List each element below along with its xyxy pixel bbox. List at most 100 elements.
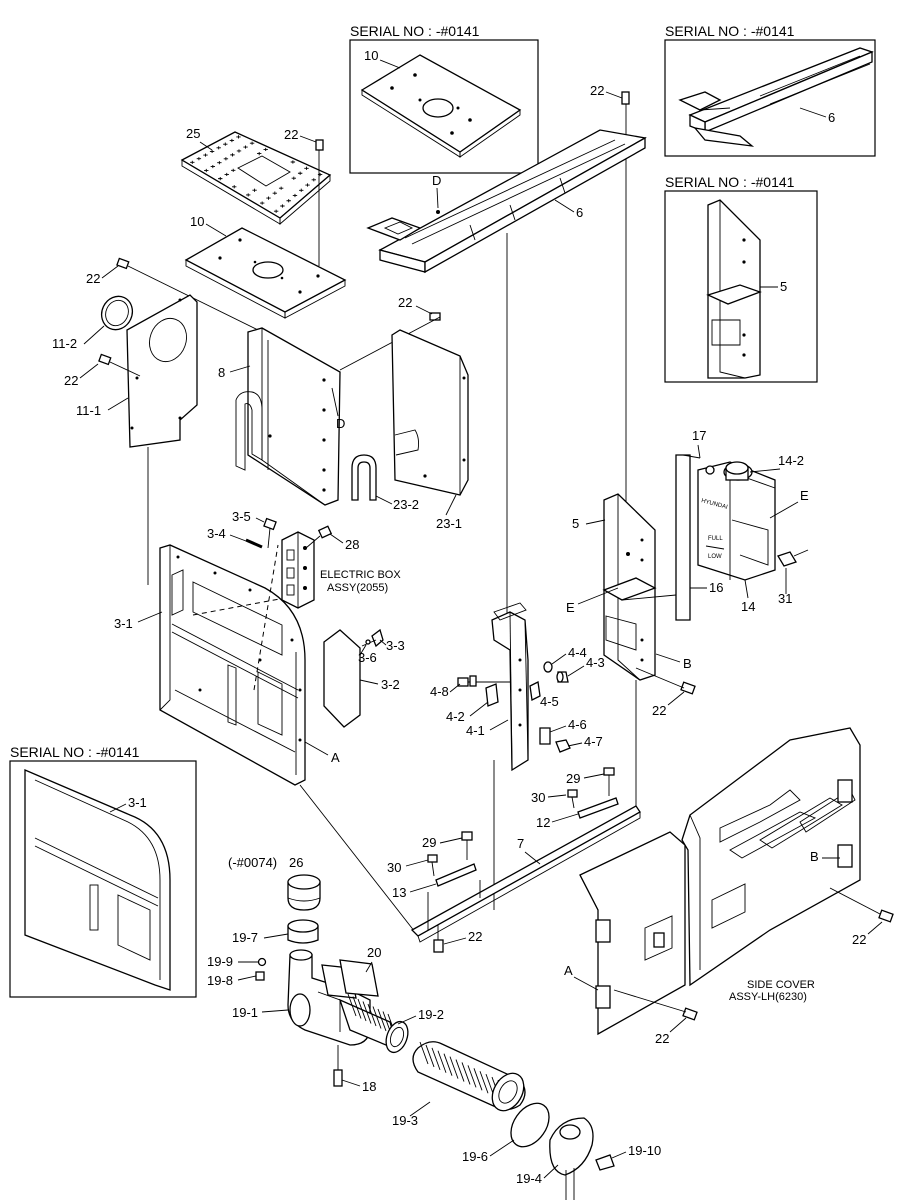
label-4-4: 4-4 [568,645,587,660]
bolt-22 [98,353,141,377]
label-B: B [810,849,819,864]
label-19-7: 19-7 [232,930,258,945]
bolt-30 [567,789,578,809]
cap-26 [287,874,321,911]
label-10: 10 [190,214,204,229]
inset-serial-label: SERIAL NO : -#0141 [665,23,795,39]
rail-6 [366,129,647,274]
label-22: 22 [590,83,604,98]
label-19-3: 19-3 [392,1113,418,1128]
label-6-inset: 6 [828,110,835,125]
label-14-2: 14-2 [778,453,804,468]
pad-4-2 [485,683,499,707]
clip-4-6 [539,727,551,745]
washer-4-4 [543,661,553,673]
label-5-inset: 5 [780,279,787,294]
spring-13 [435,863,477,887]
label-19-9: 19-9 [207,954,233,969]
label-A: A [331,750,340,765]
electric-box [281,531,315,609]
perforated-plate-25 [180,131,332,225]
label-E: E [566,600,575,615]
tank-full: FULL [708,536,723,542]
label-3-4: 3-4 [207,526,226,541]
bolt-4-7 [555,739,571,753]
bolt-22 [613,989,698,1021]
screw-3-5 [263,517,277,549]
bolt-4-8 [457,675,510,687]
inset-rail-6: SERIAL NO : -#0141 6 [664,23,876,157]
bolt-29 [603,767,615,796]
band-19-7 [287,919,319,944]
u-clip-23-2 [351,454,377,501]
bolt-19-9 [257,957,267,967]
label-3-1-inset: 3-1 [128,795,147,810]
label-29: 29 [422,835,436,850]
label-19-4: 19-4 [516,1171,542,1186]
inset-serial-label: SERIAL NO : -#0141 [350,23,480,39]
label-3-1: 3-1 [114,616,133,631]
label-3-5: 3-5 [232,509,251,524]
cover-plate-3-2 [323,629,361,728]
tank-low: LOW [708,554,722,560]
label-4-3: 4-3 [586,655,605,670]
label-17: 17 [692,428,706,443]
label-19-8: 19-8 [207,973,233,988]
bolt-19-8 [255,971,265,981]
label-31: 31 [778,591,792,606]
label-25: 25 [186,126,200,141]
electric-box-label: ELECTRIC BOX [320,569,401,581]
label-22: 22 [655,1031,669,1046]
valve-19-10 [595,1154,615,1171]
label-22: 22 [86,271,100,286]
label-4-1: 4-1 [466,723,485,738]
label-23-1: 23-1 [436,516,462,531]
hose-16 [675,454,701,621]
label-13: 13 [392,885,406,900]
label-30: 30 [387,860,401,875]
label-22: 22 [398,295,412,310]
bolt-29 [461,831,473,860]
label-19-6: 19-6 [462,1149,488,1164]
bolt-22 [315,139,324,266]
label-4-7: 4-7 [584,734,603,749]
gasket-19-6 [510,1102,550,1148]
wing-bolt-3-3 [361,628,384,648]
label-5: 5 [572,516,579,531]
label-22: 22 [652,703,666,718]
bracket-5 [602,493,657,681]
bolt-28 [305,525,333,549]
cover-11-1 [126,294,198,448]
label-11-1: 11-1 [76,403,101,418]
label-4-8: 4-8 [430,684,449,699]
bolt-18 [333,1045,343,1087]
reservoir-tank-14: HYUNDAI FULL LOW [697,461,776,581]
label-7: 7 [517,836,524,851]
label-A: A [564,963,573,978]
label-3-2: 3-2 [381,677,400,692]
cushion-4-5 [529,681,541,701]
label-12: 12 [536,815,550,830]
side-cover-panel [579,727,861,1036]
label-3-3: 3-3 [386,638,405,653]
filter-19-3 [412,1041,526,1112]
bar-7 [410,805,641,943]
label-E: E [800,488,809,503]
bolt-4-3 [556,671,569,683]
label-10-inset: 10 [364,48,378,63]
serial-26: (-#0074) [228,855,277,870]
label-19-10: 19-10 [628,1143,661,1158]
cover-19-4 [549,1117,594,1200]
label-4-5: 4-5 [540,694,559,709]
label-22: 22 [284,127,298,142]
mounting-plate-10 [184,227,347,319]
label-6: 6 [576,205,583,220]
frame-panel-3-1 [159,544,306,786]
label-4-6: 4-6 [568,717,587,732]
inset-serial-label: SERIAL NO : -#0141 [665,174,795,190]
label-29: 29 [566,771,580,786]
inset-serial-label: SERIAL NO : -#0141 [10,744,140,760]
bolt-22 [433,925,444,953]
label-19-2: 19-2 [418,1007,444,1022]
